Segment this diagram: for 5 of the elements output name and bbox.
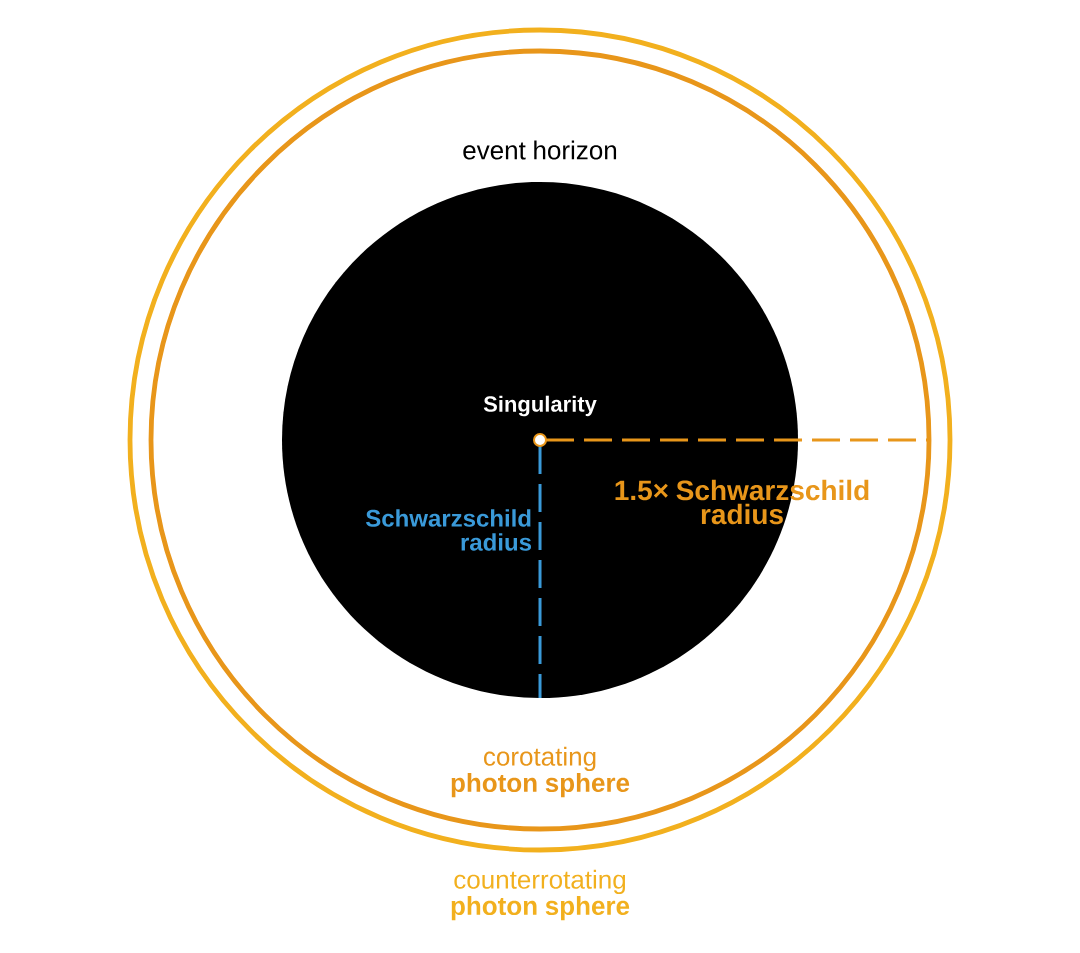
sphere-label: corotating photon sphere [451, 746, 630, 798]
singularity-label: Singularity [483, 395, 597, 417]
radius-label: Schwarzschild radius [366, 509, 531, 551]
sphere-label: counterrotating photon sphere [451, 869, 630, 921]
horizon-label: event horizon [463, 140, 617, 160]
